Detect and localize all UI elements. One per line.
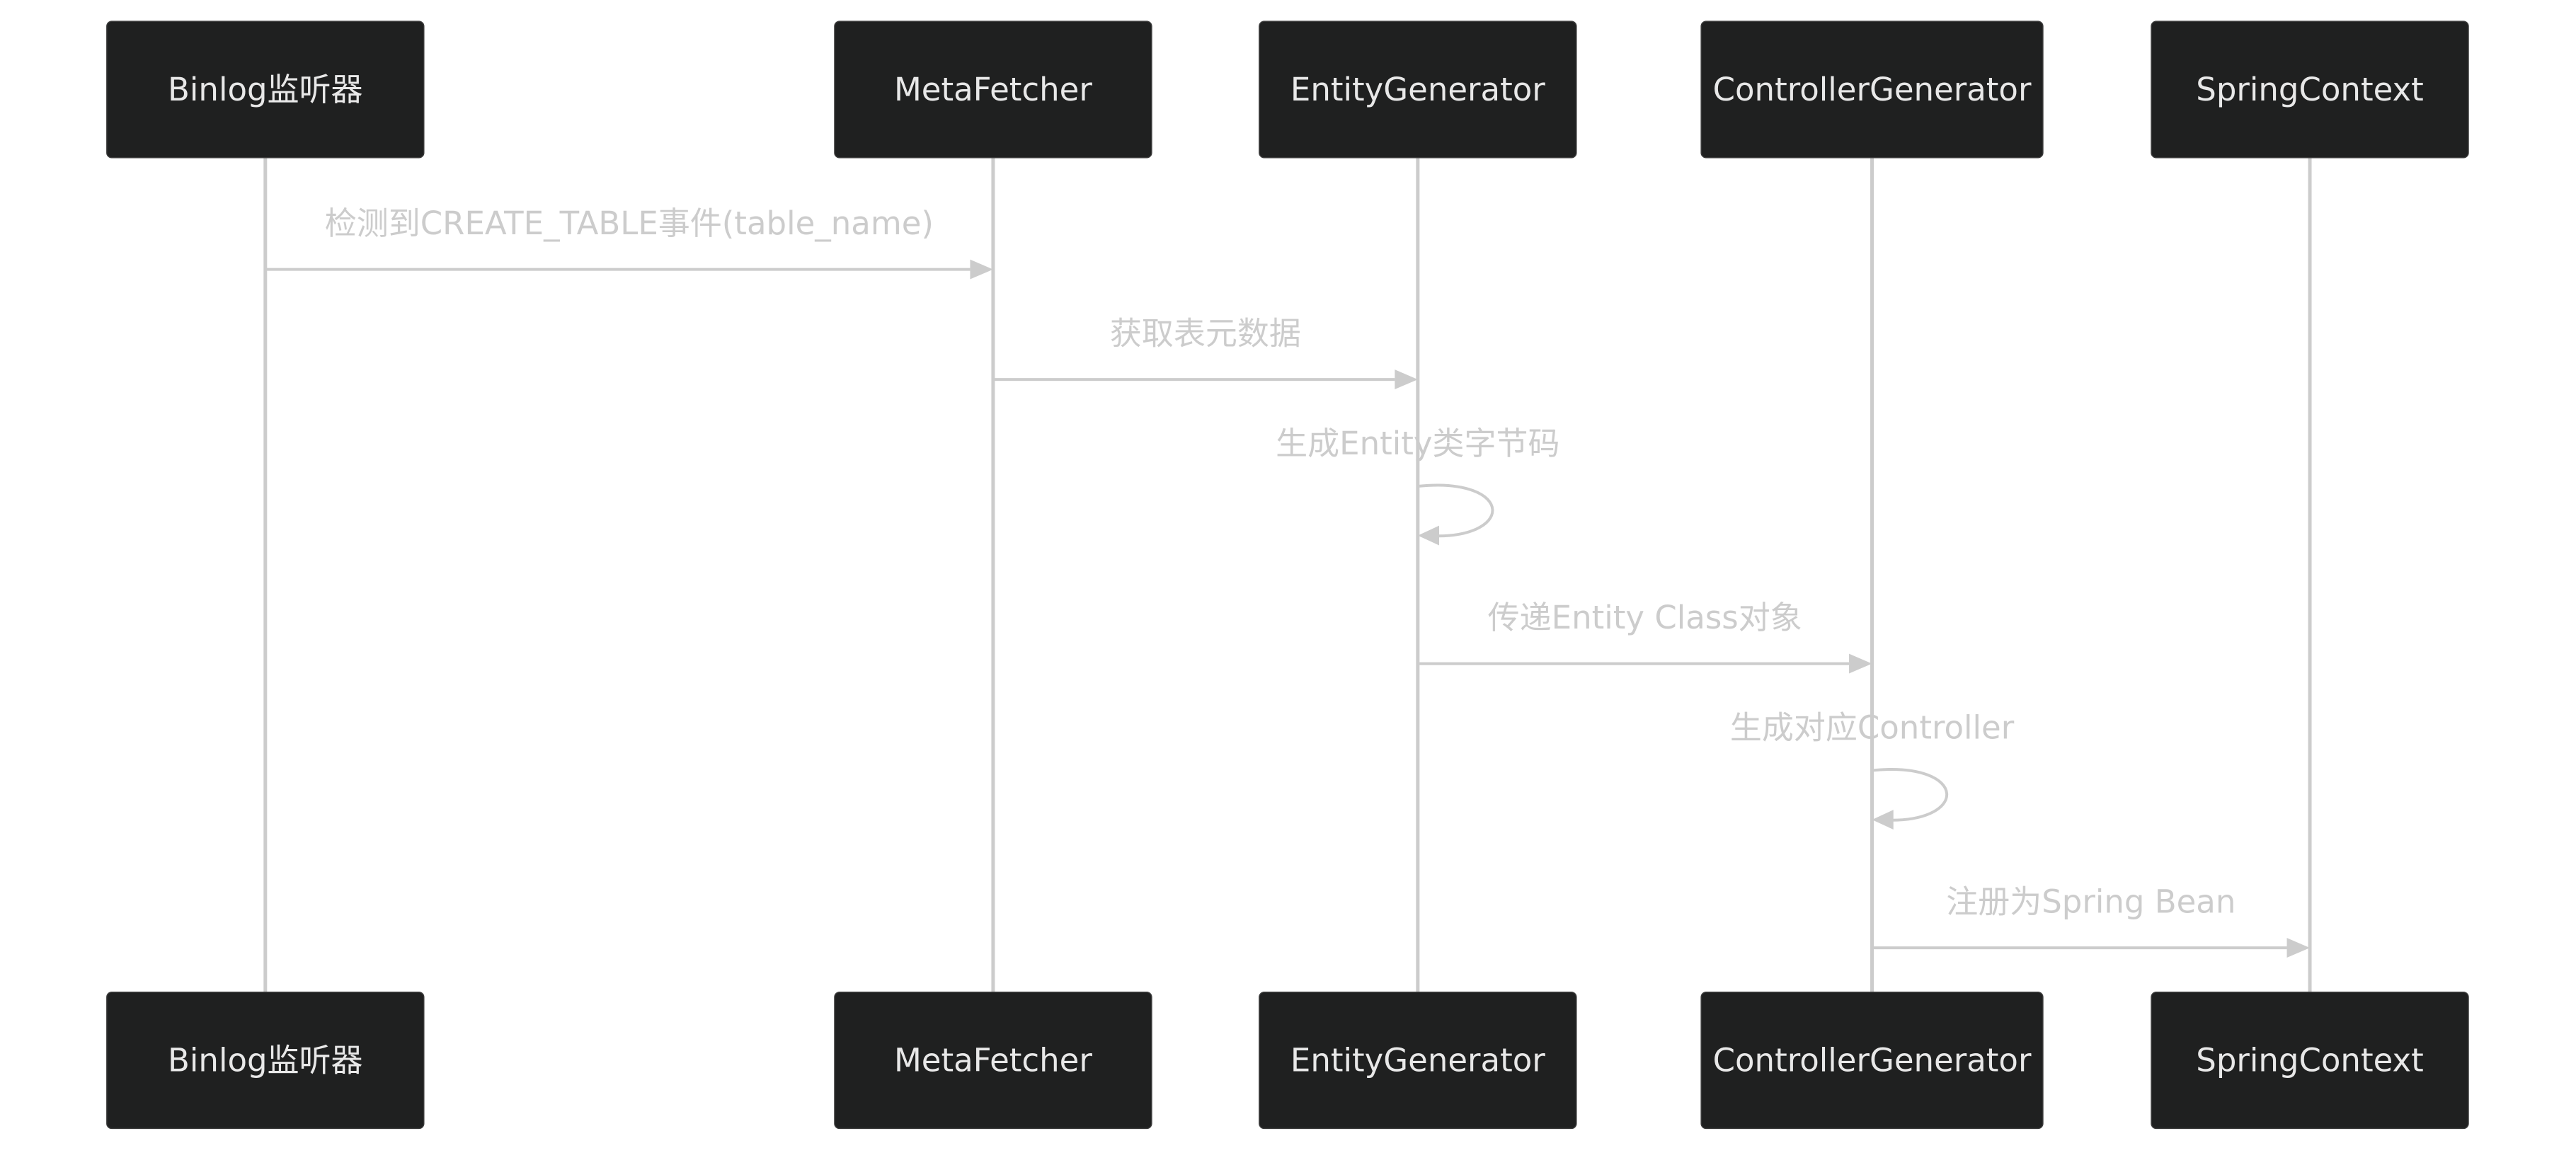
actor-box — [106, 21, 425, 159]
actor-label: MetaFetcher — [894, 71, 1092, 108]
actor-box — [2151, 21, 2469, 159]
actor-box — [1700, 992, 2044, 1130]
actor-box — [1259, 21, 1577, 159]
actor-entity-bottom: EntityGenerator — [1259, 992, 1577, 1130]
arrowhead — [1872, 810, 1894, 830]
actor-box — [834, 992, 1152, 1130]
lifelines — [263, 157, 2312, 992]
actor-label: EntityGenerator — [1290, 71, 1545, 108]
actor-box — [1700, 21, 2044, 159]
self-loop-line — [1417, 483, 1494, 538]
actor-box — [106, 992, 425, 1130]
actor-spring-top: SpringContext — [2151, 21, 2469, 159]
messages: 检测到CREATE_TABLE事件(table_name) 获取表元数据生成Ent… — [265, 205, 2311, 958]
actor-controller-top: ControllerGenerator — [1700, 21, 2044, 159]
message-4: 传递Entity Class对象 — [1417, 599, 1872, 674]
actor-label: Binlog监听器 — [168, 71, 363, 108]
actor-box — [834, 21, 1152, 159]
actor-controller-bottom: ControllerGenerator — [1700, 992, 2044, 1130]
message-3: 生成Entity类字节码 — [1276, 425, 1560, 546]
actor-label: SpringContext — [2196, 1042, 2424, 1079]
arrowhead — [1417, 525, 1440, 546]
message-label: 传递Entity Class对象 — [1488, 599, 1802, 636]
message-2: 获取表元数据 — [992, 315, 1418, 390]
actor-box — [1259, 992, 1577, 1130]
actor-label: ControllerGenerator — [1713, 71, 2032, 108]
actor-entity-top: EntityGenerator — [1259, 21, 1577, 159]
actor-meta-bottom: MetaFetcher — [834, 992, 1152, 1130]
message-label: 生成对应Controller — [1730, 709, 2015, 747]
actor-label: SpringContext — [2196, 71, 2424, 108]
actor-binlog-bottom: Binlog监听器 — [106, 992, 425, 1130]
message-label: 获取表元数据 — [1110, 315, 1301, 352]
actor-box — [2151, 992, 2469, 1130]
actors: Binlog监听器Binlog监听器MetaFetcherMetaFetcher… — [106, 21, 2469, 1130]
actor-label: MetaFetcher — [894, 1042, 1092, 1079]
actor-label: ControllerGenerator — [1713, 1042, 2032, 1079]
message-label: 检测到CREATE_TABLE事件(table_name) — [325, 205, 934, 242]
arrowhead — [1395, 369, 1418, 390]
arrowhead — [1849, 653, 1872, 674]
message-6: 注册为Spring Bean — [1872, 883, 2311, 958]
actor-label: EntityGenerator — [1290, 1042, 1545, 1079]
message-5: 生成对应Controller — [1730, 709, 2015, 830]
arrowhead — [970, 259, 993, 280]
actor-spring-bottom: SpringContext — [2151, 992, 2469, 1130]
actor-binlog-top: Binlog监听器 — [106, 21, 425, 159]
arrowhead — [2286, 938, 2311, 958]
message-label: 注册为Spring Bean — [1946, 883, 2236, 921]
self-loop-line — [1872, 768, 1949, 822]
actor-label: Binlog监听器 — [168, 1042, 363, 1079]
message-label: 生成Entity类字节码 — [1276, 425, 1559, 462]
message-1: 检测到CREATE_TABLE事件(table_name) — [265, 205, 993, 280]
actor-meta-top: MetaFetcher — [834, 21, 1152, 159]
